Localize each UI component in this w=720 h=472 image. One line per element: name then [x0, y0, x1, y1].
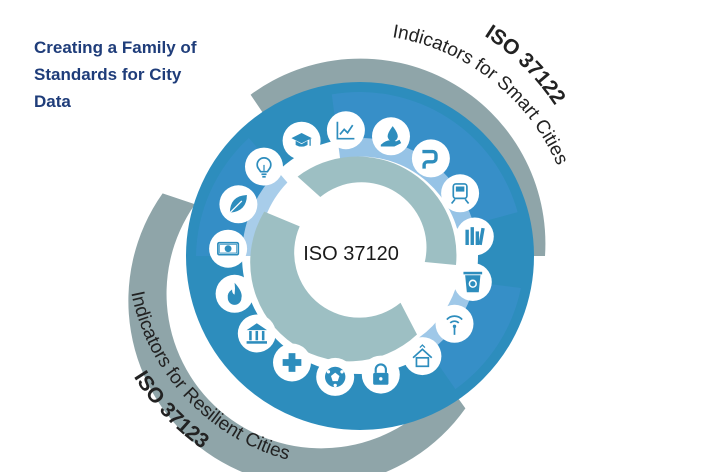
recycle-bin-icon [453, 263, 492, 301]
bank-icon [237, 314, 276, 353]
indicator-icons [209, 111, 494, 396]
page-title: Creating a Family of Standards for City … [34, 34, 254, 115]
books-icon [455, 217, 494, 256]
graduation-cap-icon [282, 121, 321, 160]
wifi-tower-icon [435, 304, 474, 343]
title-line-2: Standards for City [34, 65, 182, 84]
center-label: ISO 37120 [303, 243, 399, 265]
water-hand-icon [372, 117, 410, 156]
iso-37120-inner-band-top [297, 156, 457, 265]
house-up-icon [403, 337, 442, 376]
iso-37120-inner-band-bottom [250, 211, 417, 362]
resilient-cities-band [128, 193, 466, 472]
soccer-ball-icon [316, 357, 355, 396]
title-line-3: Data [34, 92, 71, 111]
chart-icon [326, 111, 365, 150]
pipes-icon [411, 139, 450, 178]
title-line-1: Creating a Family of [34, 38, 197, 57]
money-icon [209, 229, 248, 268]
lightbulb-icon [245, 147, 283, 186]
smart-cities-band [250, 58, 546, 256]
fire-icon [215, 274, 254, 313]
train-icon [441, 174, 480, 213]
health-cross-icon [273, 343, 311, 382]
lock-icon [361, 355, 400, 394]
leaf-icon [219, 185, 258, 224]
